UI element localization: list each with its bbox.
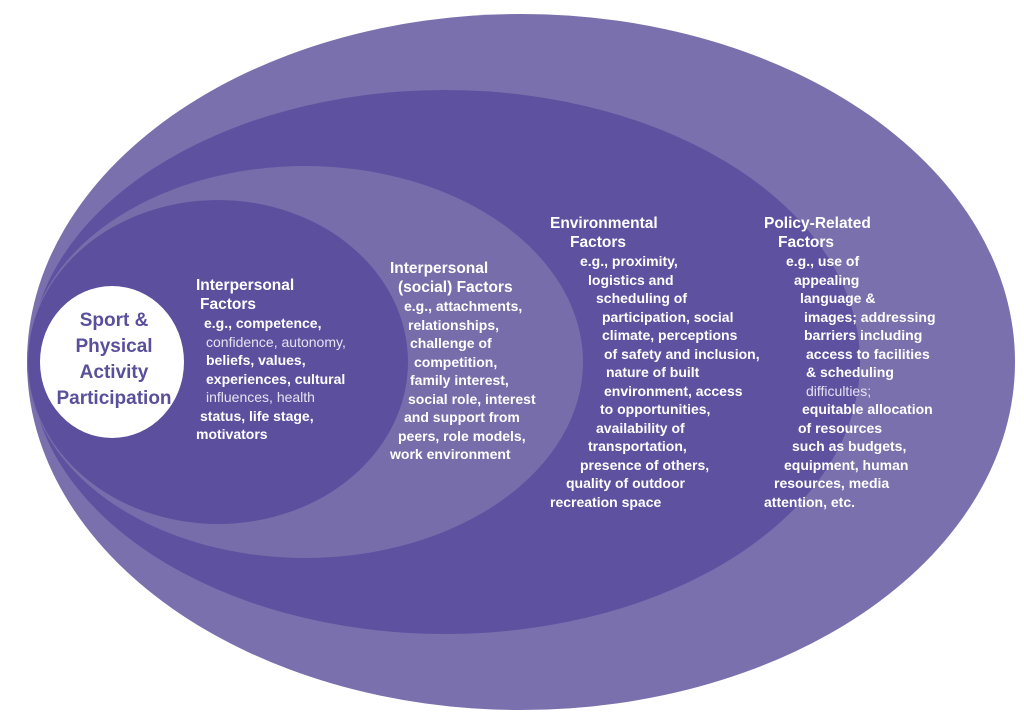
layer-text-line: such as budgets, — [792, 438, 907, 454]
interpersonal-layer-ellipse — [28, 200, 408, 524]
layer-title: Factors — [200, 296, 256, 313]
layer-text-line: e.g., attachments, — [404, 298, 523, 314]
center-line: Sport & — [79, 310, 149, 331]
layer-text-line: work environment — [390, 446, 511, 462]
layer-text-line: difficulties; — [806, 382, 872, 399]
layer-title: Factors — [570, 234, 626, 251]
policy-factors-block: Policy-Related Factors e.g., use of appe… — [764, 214, 936, 511]
layer-text-line: experiences, cultural — [206, 370, 346, 387]
layer-text-line: of resources — [798, 419, 883, 436]
layer-text-line: transportation, — [588, 438, 687, 454]
layer-title: Interpersonal — [196, 277, 295, 294]
layer-text-line: influences, health — [206, 389, 315, 405]
layer-text-line: attention, etc. — [764, 493, 856, 510]
layer-text-line: equipment, human — [784, 456, 909, 473]
layer-text-line: language & — [800, 290, 876, 306]
layer-text-line: equitable allocation — [802, 401, 933, 417]
layer-text-line: e.g., competence, — [204, 315, 322, 331]
layer-title: Environmental — [550, 215, 658, 232]
center-label: Sport & Physical Activity Participation — [44, 308, 184, 412]
layer-text-line: competition, — [414, 353, 498, 370]
layer-text-line: logistics and — [588, 271, 674, 288]
layer-text-line: motivators — [196, 426, 268, 442]
layer-text-line: nature of built — [606, 364, 700, 380]
layer-text-line: scheduling of — [596, 290, 687, 306]
layer-text-line: relationships, — [408, 316, 500, 333]
environmental-factors-block: Environmental Factors e.g., proximity, l… — [550, 214, 760, 511]
layer-text-line: and support from — [404, 409, 520, 425]
layer-text-line: environment, access — [604, 382, 743, 399]
layer-text-line: peers, role models, — [398, 427, 526, 444]
social-factors-block: Interpersonal (social) Factors e.g., att… — [390, 259, 536, 464]
layer-text-line: to opportunities, — [600, 401, 711, 417]
layer-text-line: barriers including — [804, 327, 923, 343]
layer-text-line: recreation space — [550, 493, 662, 510]
layer-text-line: participation, social — [602, 308, 734, 325]
layer-text-line: resources, media — [774, 475, 890, 491]
layer-text-line: challenge of — [410, 335, 492, 351]
layer-text-line: beliefs, values, — [206, 352, 306, 368]
layer-title: Factors — [778, 234, 834, 251]
layer-text-line: presence of others, — [580, 456, 710, 473]
layer-text-line: e.g., proximity, — [580, 253, 678, 269]
layer-text-line: climate, perceptions — [602, 327, 738, 343]
layer-text-line: availability of — [596, 419, 685, 436]
interpersonal-factors-block: Interpersonal Factors e.g., competence, … — [196, 276, 346, 444]
center-line: Activity — [79, 362, 149, 383]
layer-text-line: family interest, — [410, 372, 509, 388]
layer-text-line: of safety and inclusion, — [604, 345, 760, 362]
center-line: Physical — [75, 336, 153, 357]
layer-text-line: social role, interest — [408, 390, 536, 407]
layer-text-line: access to facilities — [806, 345, 930, 362]
layer-text-line: appealing — [794, 271, 860, 288]
center-ellipse — [40, 286, 184, 438]
layer-text-line: quality of outdoor — [566, 475, 685, 491]
layer-text-line: images; addressing — [804, 308, 936, 325]
layer-text-line: & scheduling — [806, 364, 894, 380]
center-line: Participation — [56, 388, 172, 409]
layer-title: Policy-Related — [764, 215, 871, 232]
layer-text-line: status, life stage, — [200, 407, 314, 424]
layer-title: (social) Factors — [398, 279, 513, 296]
layer-text-line: confidence, autonomy, — [206, 333, 346, 350]
layer-title: Interpersonal — [390, 260, 489, 277]
layer-text-line: e.g., use of — [786, 253, 860, 269]
